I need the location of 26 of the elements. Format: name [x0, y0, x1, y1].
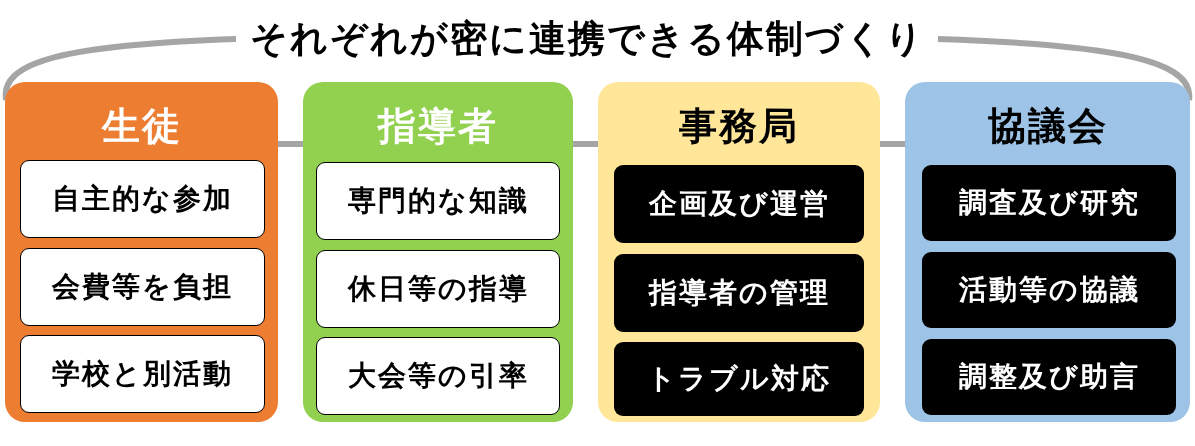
group-panel — [598, 82, 880, 422]
item-box: 会費等を負担 — [20, 248, 265, 326]
group-panel — [5, 82, 278, 422]
panel-heading: 協議会 — [986, 103, 1109, 150]
item-box: 専門的な知識 — [316, 162, 560, 240]
item-box: 学校と別活動 — [20, 335, 265, 413]
connector-line — [573, 141, 598, 147]
item-box: 調査及び研究 — [922, 165, 1176, 241]
connector-line — [937, 36, 1192, 101]
connector-line — [3, 36, 237, 100]
connector-line — [880, 141, 905, 147]
item-box: 調整及び助言 — [922, 339, 1176, 415]
group-panel — [905, 82, 1190, 422]
item-box: 休日等の指導 — [316, 250, 560, 328]
item-box: 大会等の引率 — [316, 337, 560, 415]
group-panel — [303, 82, 573, 422]
panel-heading: 生徒 — [100, 103, 183, 150]
title: それぞれが密に連携できる体制づくり — [236, 16, 938, 62]
item-box: 指導者の管理 — [614, 254, 864, 332]
connector-line — [278, 141, 303, 147]
item-box: トラブル対応 — [614, 342, 864, 416]
item-box: 企画及び運営 — [614, 165, 864, 243]
panel-heading: 指導者 — [376, 103, 499, 150]
panel-heading: 事務局 — [678, 103, 800, 150]
item-box: 活動等の協議 — [922, 252, 1176, 328]
item-box: 自主的な参加 — [20, 160, 265, 238]
